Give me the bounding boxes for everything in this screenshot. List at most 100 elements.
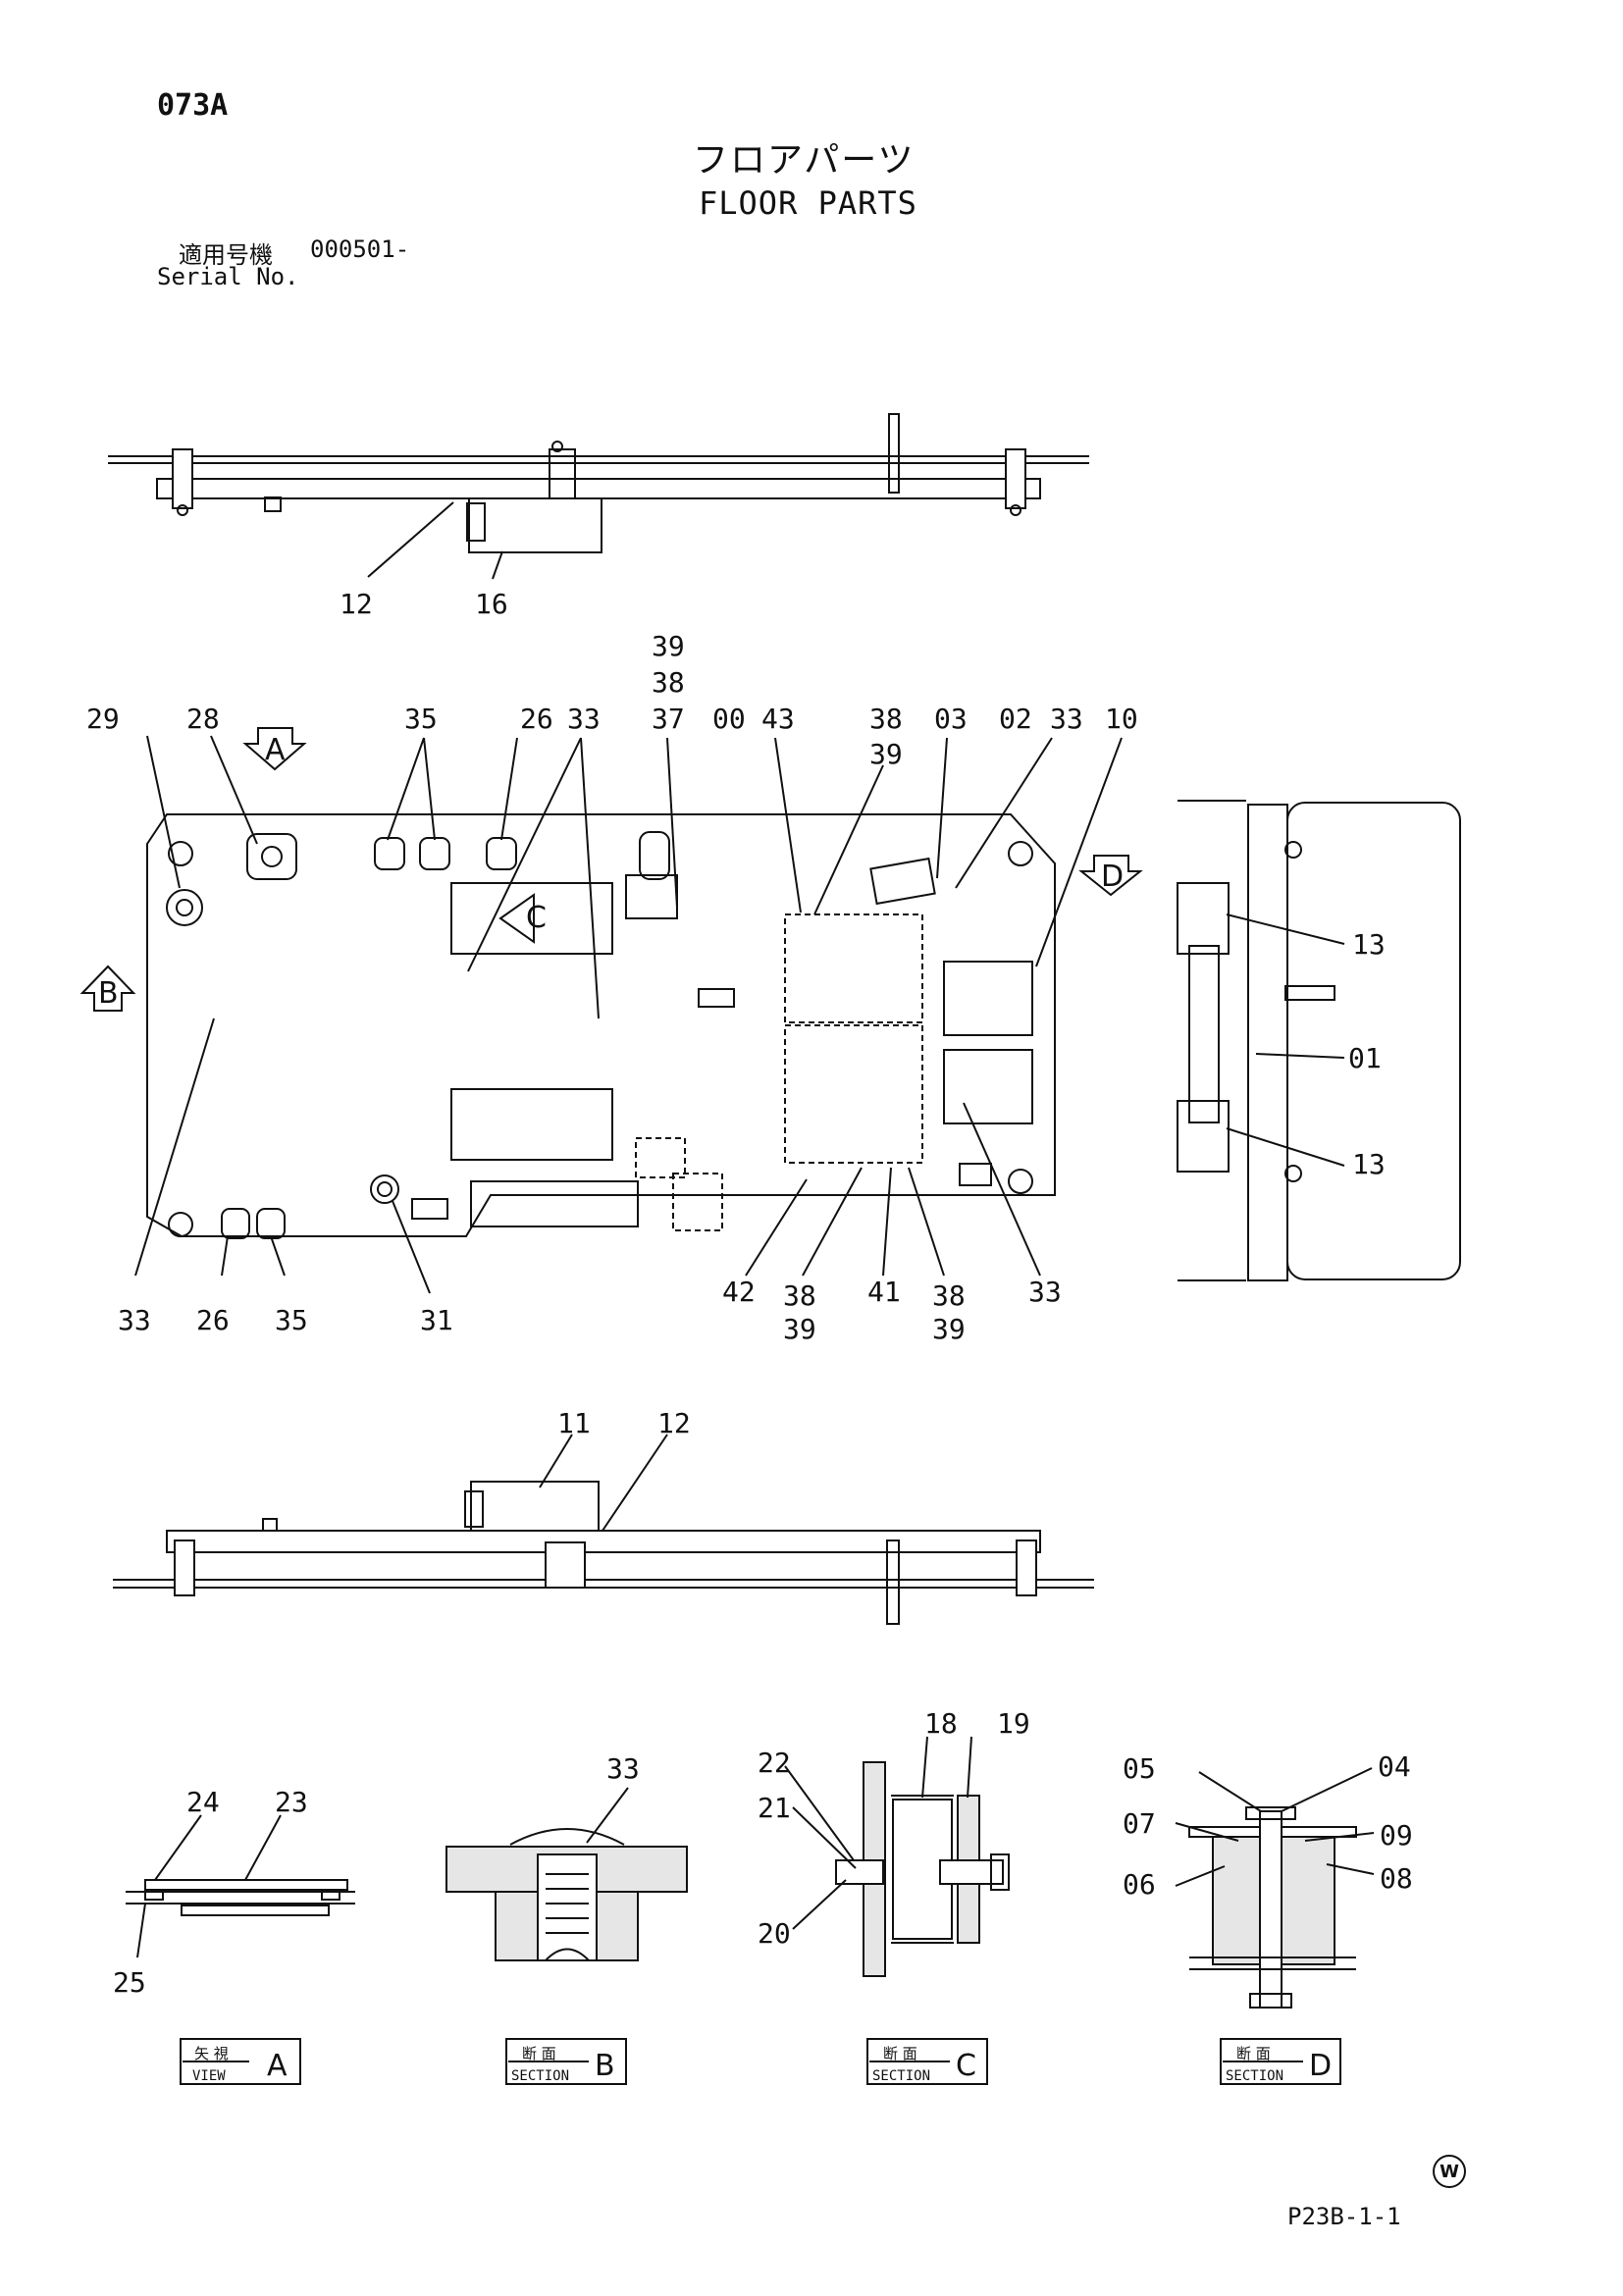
svg-text:05: 05 (1123, 1752, 1156, 1785)
svg-text:33: 33 (1028, 1276, 1062, 1308)
label-box-section-c: 断 面 SECTION C (866, 2038, 988, 2085)
view-arrow-d: D (1078, 855, 1143, 897)
svg-text:18: 18 (924, 1707, 958, 1740)
plan-top-callouts: 29 28 35 26 33 39 38 37 00 43 38 39 03 0… (86, 630, 1138, 770)
svg-text:A: A (265, 733, 286, 767)
svg-text:11: 11 (557, 1407, 591, 1439)
side-view-leaders (1226, 913, 1345, 1167)
serial-label-en: Serial No. (157, 263, 299, 290)
plan-view-plate (146, 813, 1056, 1239)
front-view-callouts: 11 12 (557, 1407, 691, 1439)
detail-view-a (126, 1814, 355, 1958)
view-a-callouts: 24 23 25 (113, 1786, 308, 1999)
section-c-callouts: 18 19 22 21 20 (758, 1707, 1030, 1950)
svg-text:38: 38 (869, 703, 903, 735)
top-view-callouts: 12 16 (340, 588, 508, 620)
svg-text:A: A (267, 2049, 288, 2083)
svg-text:35: 35 (404, 703, 438, 735)
svg-text:41: 41 (867, 1276, 901, 1308)
svg-text:VIEW: VIEW (192, 2068, 226, 2084)
svg-text:SECTION: SECTION (1226, 2068, 1283, 2084)
front-elevation-view (113, 1481, 1094, 1625)
svg-text:02: 02 (999, 703, 1032, 735)
svg-text:23: 23 (275, 1786, 308, 1818)
svg-text:SECTION: SECTION (872, 2068, 930, 2084)
serial-value: 000501- (310, 235, 410, 263)
page-title-jp: フロアパーツ (693, 140, 916, 181)
view-arrow-a: A (242, 727, 307, 771)
detail-section-c (784, 1736, 1010, 1977)
svg-text:13: 13 (1352, 928, 1386, 961)
svg-text:42: 42 (722, 1276, 756, 1308)
svg-text:D: D (1309, 2049, 1332, 2083)
svg-text:SECTION: SECTION (511, 2068, 569, 2084)
svg-text:01: 01 (1348, 1042, 1382, 1074)
page-title-en: FLOOR PARTS (699, 184, 917, 222)
svg-text:28: 28 (186, 703, 220, 735)
svg-text:12: 12 (657, 1407, 691, 1439)
svg-text:21: 21 (758, 1792, 791, 1824)
svg-text:37: 37 (652, 703, 685, 735)
svg-text:矢 視: 矢 視 (194, 2045, 229, 2062)
svg-text:断 面: 断 面 (1236, 2045, 1271, 2062)
front-view-leaders (539, 1434, 668, 1532)
svg-text:04: 04 (1378, 1750, 1411, 1783)
svg-text:06: 06 (1123, 1868, 1156, 1901)
side-view (1177, 800, 1461, 1281)
svg-text:35: 35 (275, 1304, 308, 1336)
detail-section-d (1175, 1767, 1375, 2009)
svg-text:08: 08 (1380, 1862, 1413, 1895)
label-box-section-d: 断 面 SECTION D (1220, 2038, 1341, 2085)
svg-text:13: 13 (1352, 1148, 1386, 1180)
svg-text:22: 22 (758, 1747, 791, 1779)
detail-section-b (445, 1787, 688, 1961)
svg-text:33: 33 (567, 703, 601, 735)
svg-text:39: 39 (652, 630, 685, 662)
svg-text:19: 19 (997, 1707, 1030, 1740)
svg-text:33: 33 (118, 1304, 151, 1336)
label-box-view-a: 矢 視 VIEW A (180, 2038, 301, 2085)
section-d-callouts: 05 04 07 09 06 08 (1123, 1750, 1413, 1901)
section-b-callout: 33 (606, 1752, 640, 1785)
page-code: 073A (157, 88, 229, 123)
svg-text:断 面: 断 面 (883, 2045, 917, 2062)
svg-text:10: 10 (1105, 703, 1138, 735)
plan-bottom-callouts: 33 26 35 31 42 38 39 41 38 39 33 (118, 1276, 1062, 1345)
svg-text:24: 24 (186, 1786, 220, 1818)
svg-text:38: 38 (652, 666, 685, 699)
page-number: P23B-1-1 (1287, 2203, 1401, 2230)
view-arrow-c-letter: C (526, 901, 547, 935)
svg-text:38: 38 (932, 1279, 966, 1312)
svg-text:39: 39 (932, 1313, 966, 1345)
view-arrow-b: B (79, 965, 136, 1012)
svg-text:16: 16 (475, 588, 508, 620)
top-elevation-view (108, 413, 1089, 553)
svg-text:断 面: 断 面 (522, 2045, 556, 2062)
w-mark: W (1433, 2155, 1466, 2188)
svg-text:31: 31 (420, 1304, 453, 1336)
svg-text:D: D (1101, 860, 1124, 894)
svg-text:26: 26 (196, 1304, 230, 1336)
plan-view-leaders (134, 735, 1123, 1294)
svg-text:C: C (956, 2049, 976, 2083)
svg-text:B: B (595, 2049, 615, 2083)
svg-text:20: 20 (758, 1917, 791, 1950)
svg-text:00: 00 (712, 703, 746, 735)
svg-text:26: 26 (520, 703, 553, 735)
side-view-callouts: 13 01 13 (1348, 928, 1386, 1180)
svg-text:B: B (98, 976, 119, 1011)
top-view-leaders (367, 501, 503, 580)
svg-text:29: 29 (86, 703, 120, 735)
svg-text:33: 33 (1050, 703, 1083, 735)
svg-text:07: 07 (1123, 1807, 1156, 1840)
svg-text:39: 39 (783, 1313, 816, 1345)
svg-text:25: 25 (113, 1966, 146, 1999)
svg-text:09: 09 (1380, 1819, 1413, 1852)
svg-text:39: 39 (869, 738, 903, 770)
label-box-section-b: 断 面 SECTION B (505, 2038, 627, 2085)
serial-label-jp: 適用号機 (179, 241, 273, 269)
svg-text:12: 12 (340, 588, 373, 620)
svg-text:03: 03 (934, 703, 968, 735)
svg-text:43: 43 (761, 703, 795, 735)
